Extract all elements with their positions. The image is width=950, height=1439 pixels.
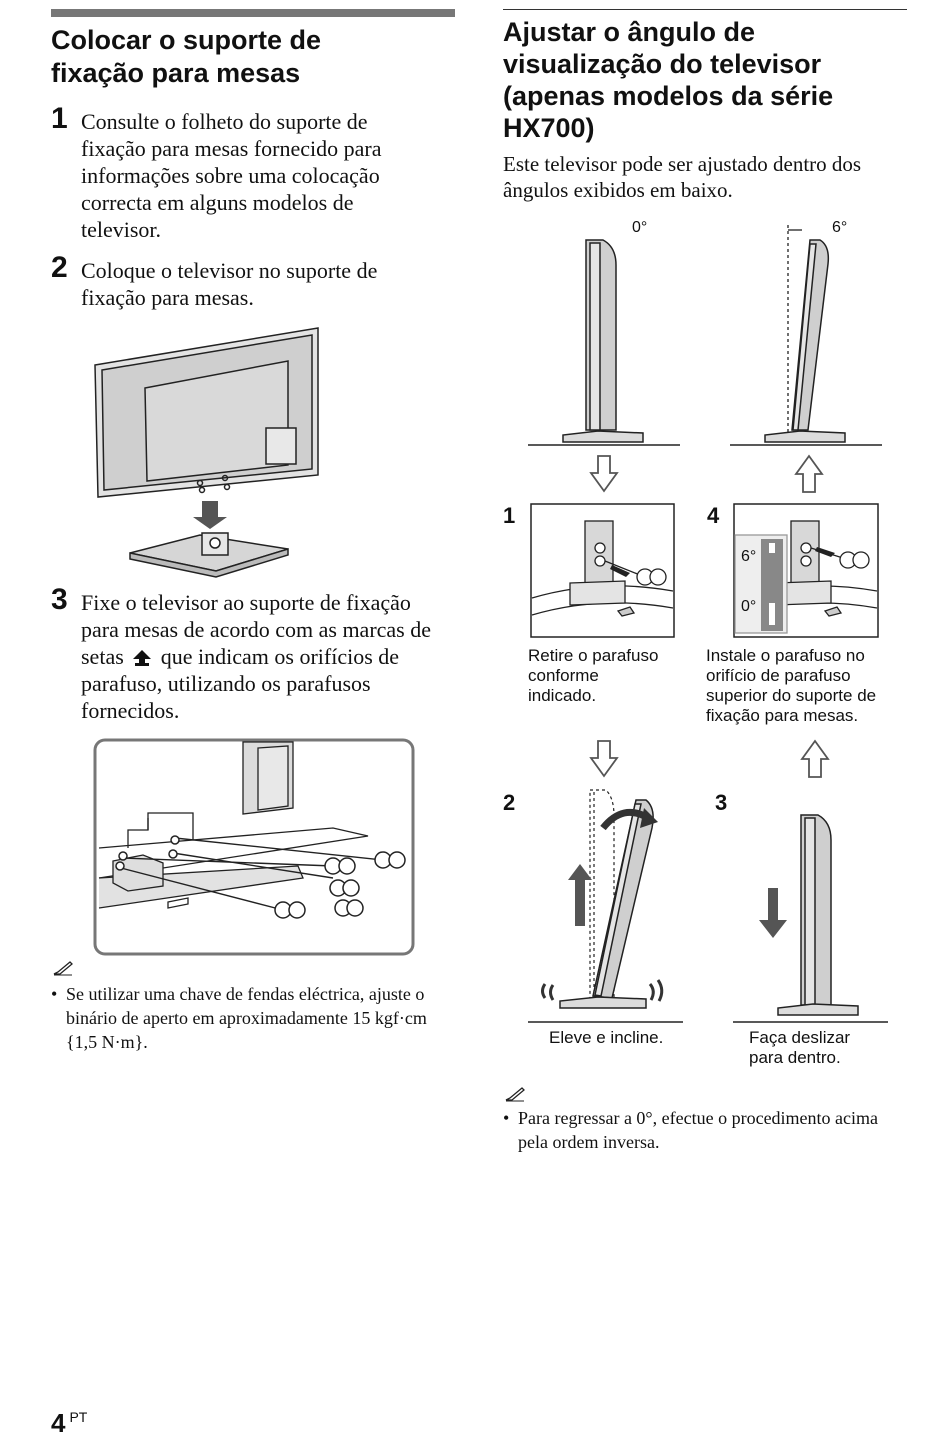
note-bullet: • <box>51 984 58 1004</box>
page-number-value: 4 <box>51 1408 66 1438</box>
tv-side-view-6-degrees <box>730 225 882 446</box>
screws-inset-illustration <box>93 738 415 956</box>
caption-line: Instale o parafuso no <box>706 646 865 665</box>
tv-side-view-0-degrees <box>528 239 680 446</box>
figure-3-caption: Faça deslizar para dentro. <box>749 1028 909 1068</box>
step-line: fixação para mesas fornecido para <box>81 136 382 161</box>
figure-1-number: 1 <box>503 503 516 528</box>
figure-4-install-screw <box>733 503 879 638</box>
step-word-setas: setas <box>81 644 124 669</box>
caption-line: Eleve e incline. <box>549 1028 664 1047</box>
caption-line: Retire o parafuso <box>528 646 659 665</box>
figure-1-caption: Retire o parafuso conforme indicado. <box>528 646 698 706</box>
arrow-down-hollow-icon <box>589 740 619 778</box>
pencil-note-icon <box>505 1087 525 1102</box>
step-line: informações sobre uma colocação <box>81 163 380 188</box>
arrow-up-hollow-icon <box>794 454 824 493</box>
note-line: Para regressar a 0°, efectue o procedime… <box>518 1108 879 1128</box>
figure-4-number: 4 <box>707 503 720 528</box>
caption-line: fixação para mesas. <box>706 706 859 725</box>
step-line: setas que indicam os orifícios de <box>81 643 461 670</box>
angle-6-label: 6° <box>832 219 848 236</box>
left-heading-line: Colocar o suporte de <box>51 25 322 55</box>
note-line: binário de aperto em aproximadamente 15 … <box>66 1008 427 1028</box>
left-top-rule <box>51 9 455 17</box>
step-line: televisor. <box>81 217 162 242</box>
page-number: 4 PT <box>51 1408 87 1439</box>
right-top-rule <box>503 9 907 10</box>
step-line: Coloque o televisor no suporte de <box>81 258 378 283</box>
right-heading-line: (apenas modelos da série <box>503 81 834 111</box>
step-line: Fixe o televisor ao suporte de fixação <box>81 590 411 615</box>
note-line: pela ordem inversa. <box>518 1132 660 1152</box>
caption-line: indicado. <box>528 686 597 705</box>
note-line: {1,5 N·m}. <box>66 1032 148 1052</box>
intro-line: ângulos exibidos em baixo. <box>503 178 733 202</box>
step-line-rest: que indicam os orifícios de <box>160 644 400 669</box>
right-heading-line: Ajustar o ângulo de <box>503 17 756 47</box>
tv-on-stand-illustration <box>94 327 319 578</box>
arrow-down-hollow-icon <box>589 455 619 493</box>
step-line: correcta em alguns modelos de <box>81 190 354 215</box>
figure-1-remove-screw <box>530 503 675 638</box>
figure-2-number: 2 <box>503 790 516 815</box>
right-heading: Ajustar o ângulo de visualização do tele… <box>503 16 907 144</box>
step-2-number: 2 <box>51 251 68 284</box>
step-3-number: 3 <box>51 583 68 616</box>
caption-line: superior do suporte de <box>706 686 877 705</box>
note-bullet: • <box>503 1108 510 1128</box>
step-1-text: Consulte o folheto do suporte de fixação… <box>81 108 461 243</box>
page-language: PT <box>69 1409 88 1425</box>
note-line: Se utilizar uma chave de fendas eléctric… <box>66 984 425 1004</box>
figure-3-slide-in <box>733 814 888 1023</box>
step-line: Consulte o folheto do suporte de <box>81 109 368 134</box>
left-heading-line: fixação para mesas <box>51 58 301 88</box>
figure-4-caption: Instale o parafuso no orifício de parafu… <box>706 646 906 726</box>
step-line: fixação para mesas. <box>81 285 254 310</box>
caption-line: para dentro. <box>749 1048 841 1067</box>
intro-line: Este televisor pode ser ajustado dentro … <box>503 152 862 176</box>
figure-4-label-0: 0° <box>741 598 757 615</box>
caption-line: Faça deslizar <box>749 1028 851 1047</box>
step-line: para mesas de acordo com as marcas de <box>81 617 432 642</box>
right-heading-line: visualização do televisor <box>503 49 822 79</box>
right-note-text: Para regressar a 0°, efectue o procedime… <box>518 1106 928 1154</box>
right-heading-line: HX700) <box>503 113 595 143</box>
up-arrow-mark-icon <box>133 650 152 666</box>
figure-3-number: 3 <box>715 790 728 815</box>
angle-0-label: 0° <box>632 219 648 236</box>
step-line: fornecidos. <box>81 698 180 723</box>
figure-2-caption: Eleve e incline. <box>549 1028 709 1048</box>
figure-4-label-6: 6° <box>741 548 757 565</box>
figure-2-lift-and-tilt <box>528 789 683 1023</box>
arrow-up-hollow-icon <box>800 739 830 778</box>
left-note-text: Se utilizar uma chave de fendas eléctric… <box>66 982 466 1054</box>
right-intro: Este televisor pode ser ajustado dentro … <box>503 151 907 203</box>
step-3-text: Fixe o televisor ao suporte de fixação p… <box>81 589 461 724</box>
caption-line: orifício de parafuso <box>706 666 851 685</box>
pencil-note-icon <box>53 961 73 976</box>
caption-line: conforme <box>528 666 599 685</box>
step-1-number: 1 <box>51 102 68 135</box>
left-heading: Colocar o suporte de fixação para mesas <box>51 24 455 90</box>
step-2-text: Coloque o televisor no suporte de fixaçã… <box>81 257 461 311</box>
step-line: parafuso, utilizando os parafusos <box>81 671 371 696</box>
